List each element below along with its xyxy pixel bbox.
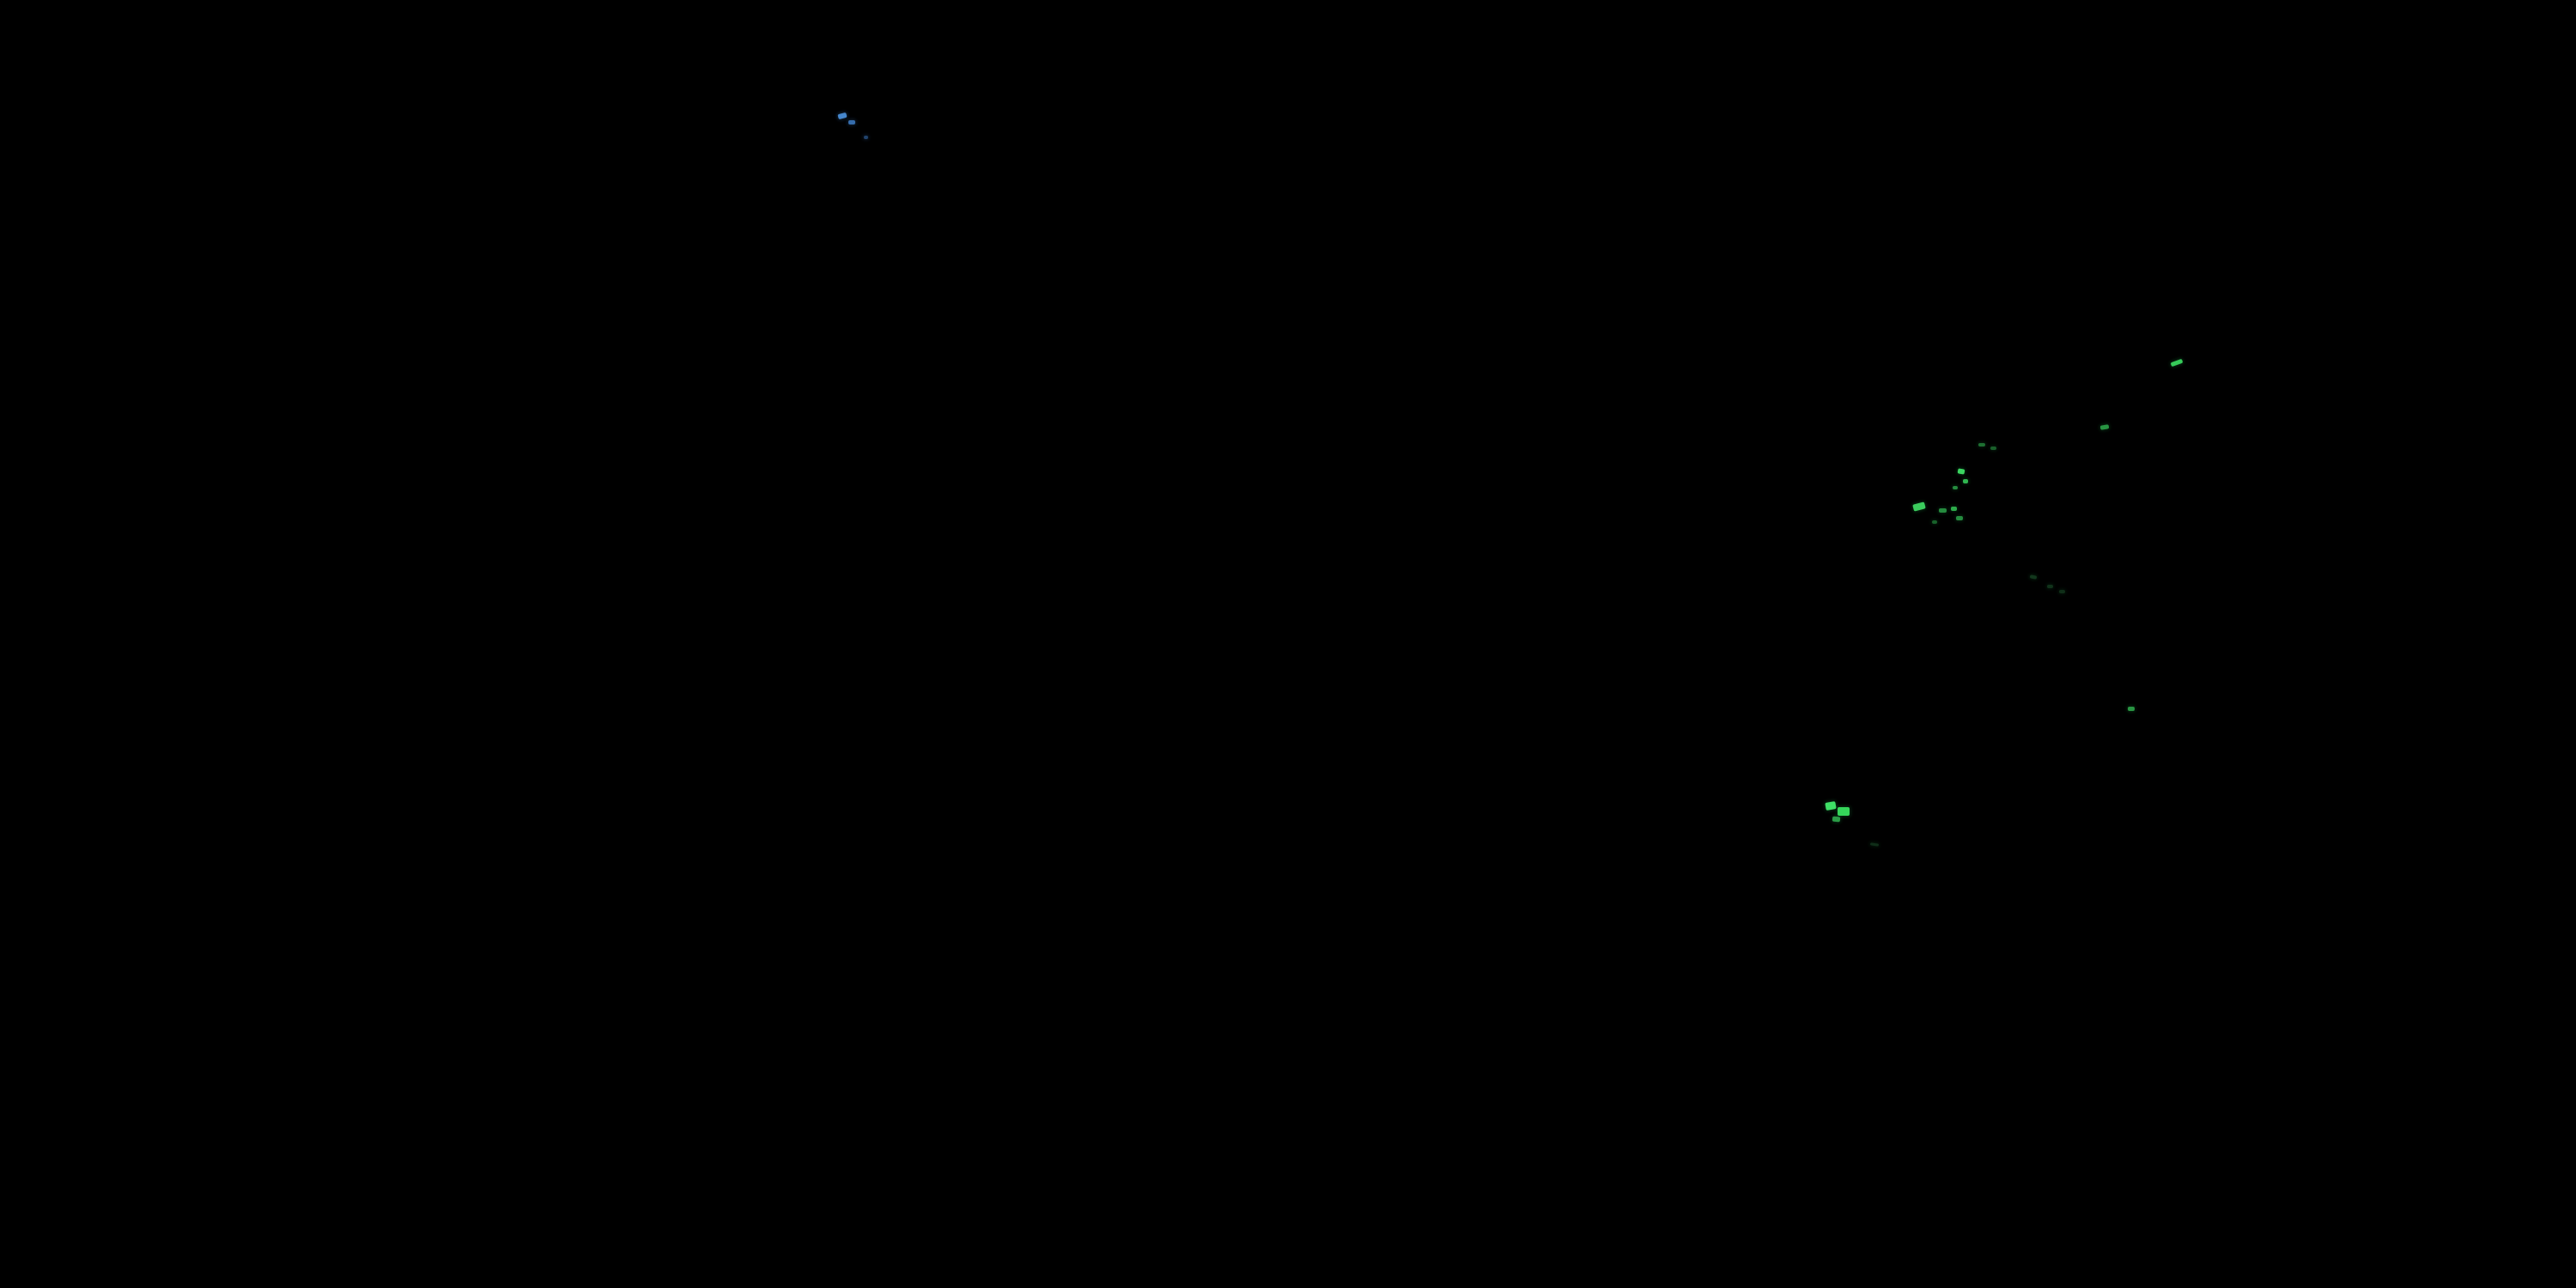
green-cluster-mid-b — [1939, 508, 1947, 513]
blue-speck-3 — [864, 136, 868, 139]
green-dash-top — [2170, 358, 2184, 368]
green-speck-lone — [2128, 707, 2135, 711]
green-cluster-mid-a — [1912, 501, 1926, 512]
green-cluster-mid-e — [1932, 520, 1937, 524]
dim-speck-row-c — [2059, 590, 2065, 593]
green-cluster-mid-c — [1951, 507, 1957, 511]
green-speck-pair-b — [1990, 447, 1996, 450]
blue-speck-2 — [848, 120, 855, 125]
blue-speck-1 — [837, 112, 848, 120]
bright-cluster-c — [1832, 816, 1841, 823]
bright-cluster-b — [1838, 807, 1850, 816]
green-speck-pair-a — [1978, 443, 1985, 447]
bright-cluster-a — [1825, 801, 1837, 811]
green-cluster-mid-d — [1956, 516, 1963, 520]
dim-speck-row-a — [2029, 574, 2038, 580]
dim-speck-row-b — [2047, 585, 2053, 588]
dim-dash-bottom — [1869, 842, 1880, 847]
green-speck-col-b — [1963, 479, 1968, 483]
green-speck-col-a — [1957, 468, 1965, 475]
green-speck-col-c — [1953, 486, 1958, 489]
green-speck-upper — [2099, 424, 2110, 430]
